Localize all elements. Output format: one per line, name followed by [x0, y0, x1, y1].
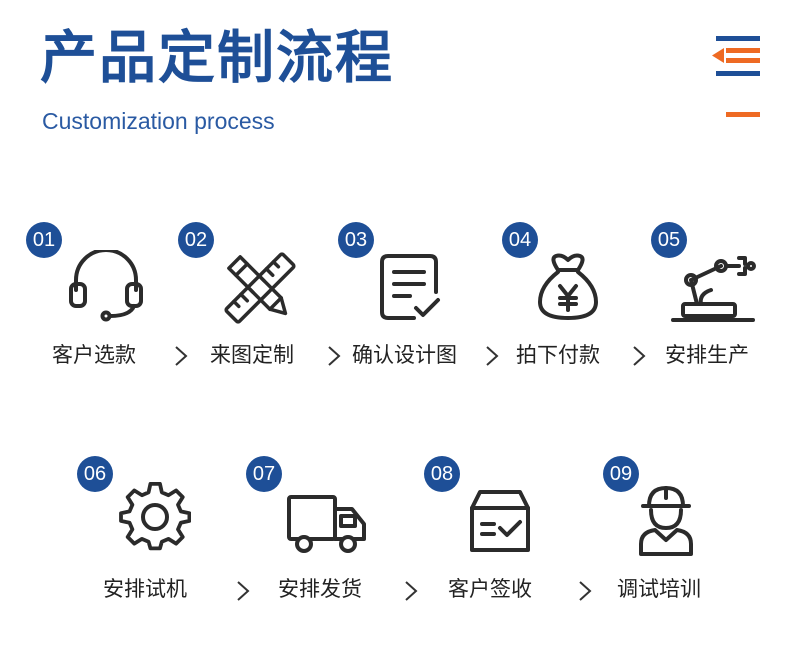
chevron-right-icon [578, 580, 592, 602]
step-number: 02 [178, 222, 214, 258]
chevron-right-icon [236, 580, 250, 602]
step-08: 08 客户签收 [424, 456, 584, 616]
step-label: 确认设计图 [352, 343, 457, 367]
chevron-right-icon [404, 580, 418, 602]
step-label: 拍下付款 [516, 343, 600, 367]
step-number: 06 [77, 456, 113, 492]
box-check-icon [468, 488, 532, 554]
step-label: 调试培训 [617, 577, 701, 601]
pencil-ruler-icon [222, 252, 298, 324]
page-subtitle: Customization process [42, 108, 275, 134]
step-label: 客户签收 [448, 577, 532, 601]
step-number: 08 [424, 456, 460, 492]
step-number: 03 [338, 222, 374, 258]
accent-dash [726, 112, 760, 117]
gear-icon [119, 482, 191, 554]
step-05: 05 安排生产 [651, 222, 790, 382]
document-check-icon [378, 252, 444, 322]
chevron-right-icon [485, 345, 499, 367]
step-number: 01 [26, 222, 62, 258]
step-03: 03 确认设计图 [338, 222, 498, 382]
step-02: 02 来图定制 [178, 222, 338, 382]
page-title: 产品定制流程 [40, 25, 394, 91]
step-label: 安排试机 [103, 577, 187, 601]
step-01: 01 客户选款 [26, 222, 186, 382]
menu-lines-icon[interactable] [712, 36, 760, 78]
step-label: 客户选款 [52, 343, 136, 367]
robot-arm-icon [671, 254, 757, 322]
step-number: 09 [603, 456, 639, 492]
chevron-right-icon [174, 345, 188, 367]
step-number: 05 [651, 222, 687, 258]
worker-icon [637, 484, 695, 556]
step-04: 04 拍下付款 [502, 222, 662, 382]
money-bag-icon [536, 252, 600, 322]
step-09: 09 调试培训 [603, 456, 763, 616]
chevron-right-icon [632, 345, 646, 367]
step-label: 安排生产 [665, 343, 749, 367]
step-label: 安排发货 [278, 577, 362, 601]
step-06: 06 安排试机 [77, 456, 237, 616]
headset-icon [66, 250, 146, 322]
step-label: 来图定制 [210, 343, 294, 367]
truck-icon [286, 494, 368, 556]
chevron-right-icon [327, 345, 341, 367]
step-07: 07 安排发货 [246, 456, 406, 616]
step-number: 07 [246, 456, 282, 492]
step-number: 04 [502, 222, 538, 258]
